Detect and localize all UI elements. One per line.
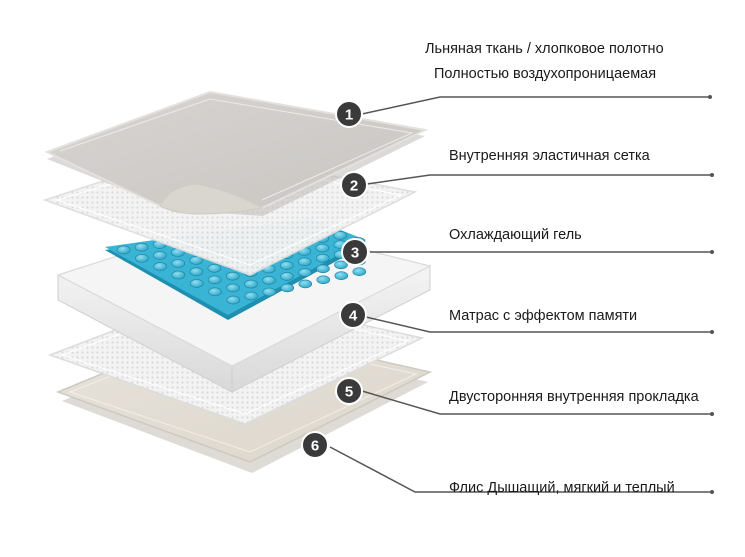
gel-bubble: [171, 270, 186, 280]
gel-bubble: [189, 256, 203, 265]
leader-line-1: [361, 96, 710, 115]
gel-bubble: [298, 268, 312, 277]
gel-bubble: [116, 245, 131, 255]
layer-1-fabric: [44, 90, 429, 216]
gel-bubble: [207, 275, 222, 285]
gel-bubble: [316, 275, 331, 285]
badge-2-number: 2: [350, 178, 358, 195]
badge-4: 4: [339, 301, 367, 329]
gel-bubble: [225, 271, 240, 281]
gel-bubble: [280, 283, 295, 293]
leader-line-5: [361, 390, 712, 415]
badge-6: 6: [301, 431, 329, 459]
leader-lines: [329, 96, 712, 493]
badge-4-number: 4: [349, 308, 358, 325]
gel-bubble: [315, 253, 330, 263]
gel-bubble: [297, 257, 312, 267]
gel-bubble: [208, 287, 222, 297]
gel-bubble: [334, 271, 349, 281]
badge-3: 3: [341, 238, 369, 266]
gel-bubble: [334, 260, 348, 270]
gel-bubble: [153, 251, 167, 260]
badge-6-number: 6: [311, 438, 319, 455]
gel-bubble: [279, 261, 294, 270]
label-1-line-2: Полностью воздухопроницаемая: [434, 66, 657, 82]
label-4: Матрас с эффектом памяти: [449, 308, 638, 324]
gel-bubble: [280, 272, 294, 281]
gel-bubble: [153, 262, 167, 271]
badge-1-number: 1: [345, 107, 353, 124]
badge-3-number: 3: [351, 245, 359, 262]
label-5: Двусторонняя внутренняя прокладка: [449, 389, 699, 405]
badge-1: 1: [335, 100, 363, 128]
label-1-line-1: Льняная ткань / хлопковое полотно: [425, 41, 664, 57]
gel-bubble: [262, 275, 276, 285]
gel-bubble: [189, 267, 204, 277]
gel-bubble: [226, 295, 241, 305]
gel-bubble: [315, 243, 330, 253]
gel-bubble: [352, 267, 367, 277]
badge-5-number: 5: [345, 384, 353, 401]
leader-line-4: [365, 316, 712, 333]
label-6: Флис Дышащий, мягкий и теплый: [449, 480, 675, 496]
gel-bubble: [207, 263, 222, 273]
gel-bubble: [134, 242, 149, 252]
gel-bubble: [244, 279, 258, 289]
label-3: Охлаждающий гель: [449, 227, 582, 243]
gel-bubble: [333, 231, 348, 240]
gel-bubble: [171, 259, 185, 268]
label-2: Внутренняя эластичная сетка: [449, 148, 650, 164]
gel-bubble: [298, 279, 313, 289]
gel-bubble: [244, 291, 259, 301]
gel-bubble: [189, 279, 204, 288]
leader-line-6: [329, 446, 712, 493]
badge-5: 5: [335, 377, 363, 405]
leader-line-ends: [708, 95, 714, 494]
gel-bubble: [226, 283, 240, 293]
gel-bubble: [262, 287, 277, 297]
leader-line-2: [366, 174, 712, 185]
gel-bubble: [316, 264, 330, 274]
gel-bubble: [135, 253, 149, 263]
badge-2: 2: [340, 171, 368, 199]
